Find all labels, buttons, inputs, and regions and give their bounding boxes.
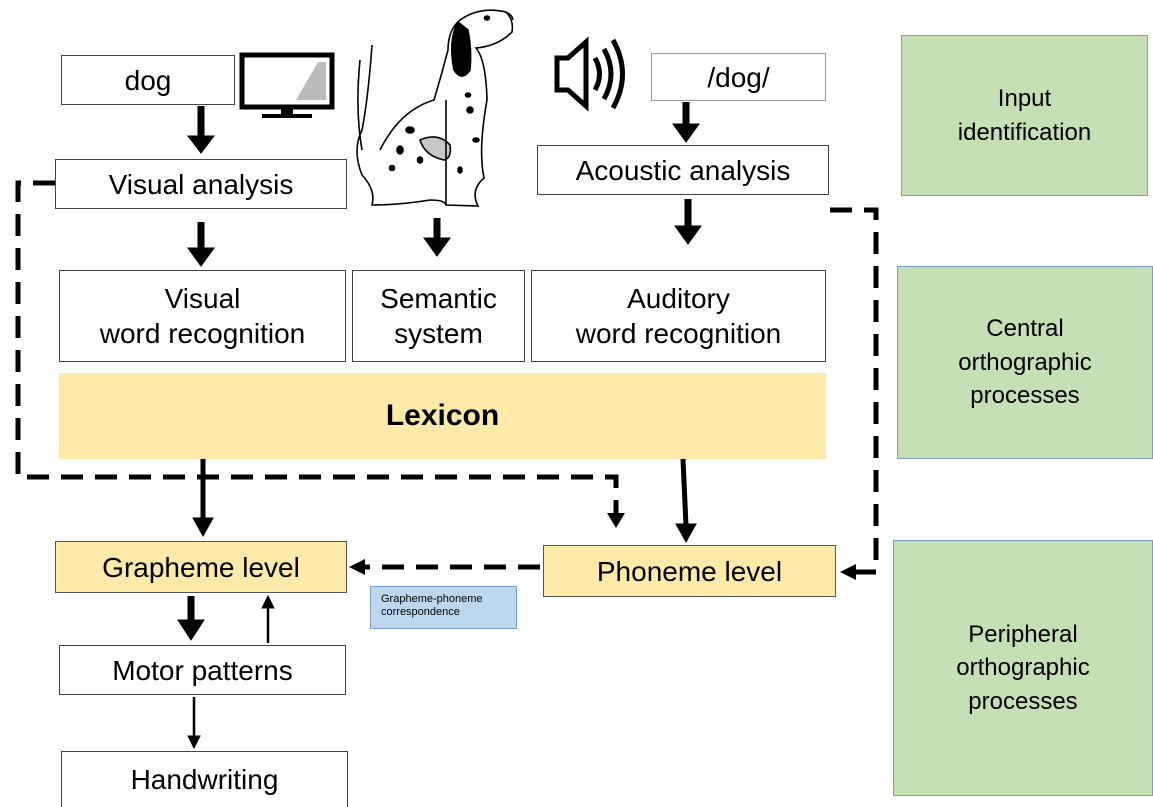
dog-word-box: dog [61,55,235,105]
acoustic-analysis-box: Acoustic analysis [537,145,829,195]
peripheral-orthographic-label: Peripheral orthographic processes [893,540,1153,796]
lexicon-band: Lexicon [59,373,826,459]
dashed-routes [15,180,879,575]
visual-word-recognition-box: Visual word recognition [59,270,346,362]
semantic-system-box: Semantic system [352,270,525,362]
dashed-arrowheads [349,513,856,580]
speaker-icon [554,36,625,112]
grapheme-level-box: Grapheme level [55,541,347,593]
auditory-word-recognition-box: Auditory word recognition [531,270,826,362]
grapheme-phoneme-note: Grapheme-phoneme correspondence [370,586,517,629]
flow-arrows [177,102,702,750]
motor-patterns-box: Motor patterns [59,645,346,695]
monitor-icon [239,52,335,118]
dog-phonetic-box: /dog/ [651,53,826,101]
input-identification-label: Input identification [901,35,1148,196]
dog-illustration [356,9,514,207]
phoneme-level-box: Phoneme level [543,545,836,597]
visual-analysis-box: Visual analysis [55,159,347,209]
